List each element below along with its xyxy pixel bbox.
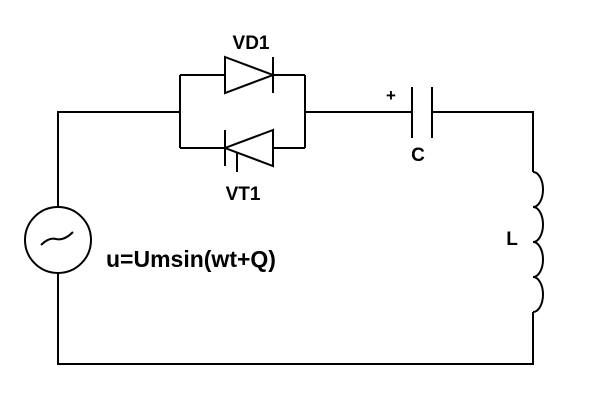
wire-left-bottom: [57, 274, 534, 365]
source-equation-label: u=Umsin(wt+Q): [106, 246, 276, 272]
wire-left-top: [57, 111, 180, 207]
capacitor-icon: [411, 87, 433, 138]
inductor-icon: [532, 171, 544, 313]
thyristor-label: VT1: [226, 184, 261, 205]
ac-source-icon: [24, 206, 92, 274]
inductor-label: L: [506, 229, 518, 250]
diode-label: VD1: [233, 33, 270, 54]
diode-icon: [224, 55, 276, 95]
capacitor-label: C: [411, 145, 425, 166]
wire-capacitor-to-inductor: [432, 111, 534, 172]
wires: [57, 74, 534, 365]
thyristor-icon: [222, 128, 274, 172]
capacitor-polarity-label: +: [386, 86, 396, 105]
